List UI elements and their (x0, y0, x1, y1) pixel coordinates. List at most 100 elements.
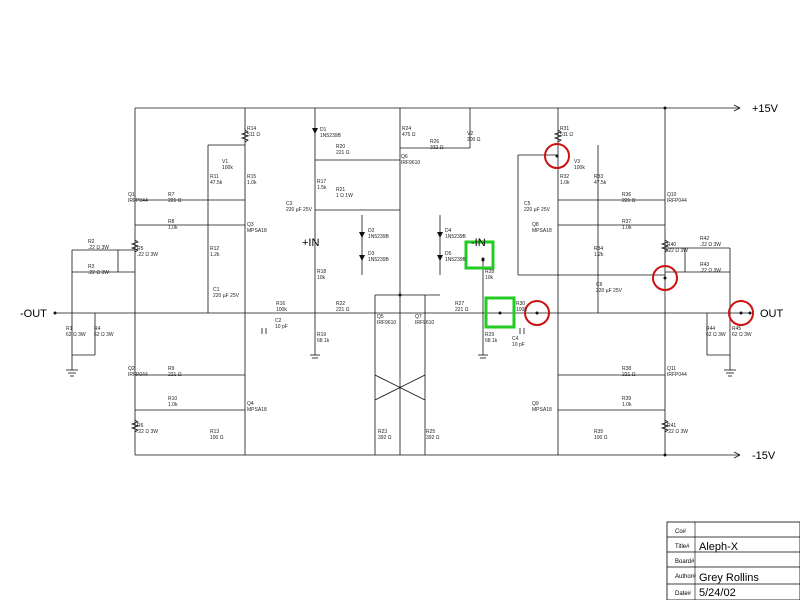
component-value-d2: 1N5239B (368, 234, 390, 240)
highlight-circle-q8-gate[interactable] (544, 143, 570, 169)
component-value-v2: 200 Ω (467, 137, 481, 143)
component-ref-r5: R5 (137, 246, 144, 252)
component-ref-r32: R32 (560, 174, 569, 180)
component-value-r17: 1.5k (317, 185, 327, 191)
component-value-r14: 511 Ω (247, 132, 260, 138)
component-ref-r22: R22 (336, 301, 345, 307)
component-ref-q9: Q9 (532, 401, 539, 407)
component-value-r33: 47.5k (594, 180, 607, 186)
component-ref-c2: C2 (275, 318, 282, 324)
component-ref-r11: R11 (210, 174, 219, 180)
component-ref-r39: R39 (622, 396, 631, 402)
component-ref-r1: R1 (66, 326, 73, 332)
component-ref-r15: R15 (247, 174, 256, 180)
component-ref-r42: R42 (700, 236, 709, 242)
resistor-symbol (130, 419, 140, 433)
highlight-circle-output-sense[interactable] (652, 265, 678, 291)
resistor-symbol (553, 129, 563, 143)
component-value-r3: .22 Ω 3W (88, 270, 109, 276)
component-ref-v1: V1 (222, 159, 228, 165)
component-value-r34: 1.2k (594, 252, 604, 258)
title-block: Co# Title# Aleph-X Board# Author# Grey R… (666, 521, 800, 600)
junction-dot (398, 293, 402, 297)
component-ref-r9: R9 (168, 366, 175, 372)
component-ref-r41: R41 (667, 423, 676, 429)
component-value-r19: 68.1k (317, 338, 330, 344)
component-value-r24: 475 Ω (402, 132, 416, 138)
rail-label-negative: -15V (752, 450, 776, 462)
component-ref-r24: R24 (402, 126, 411, 132)
component-ref-r20: R20 (336, 144, 345, 150)
wire (374, 374, 426, 401)
component-value-r35: 100 Ω (594, 435, 608, 441)
component-value-r27: 221 Ω (455, 307, 469, 313)
component-value-c5: 220 µF 25V (524, 207, 551, 213)
component-ref-r10: R10 (168, 396, 177, 402)
component-ref-r7: R7 (168, 192, 175, 198)
component-value-r20: 221 Ω (336, 150, 350, 156)
component-value-r44: 62 Ω 3W (706, 332, 726, 338)
highlight-box-in-neg[interactable] (464, 240, 495, 270)
component-ref-d3: D3 (368, 251, 375, 257)
component-value-d3: 1N5239B (368, 257, 390, 263)
component-ref-q8: Q8 (532, 222, 539, 228)
highlight-circle-feedback-node[interactable] (524, 300, 550, 326)
component-value-c1: 220 µF 25V (213, 293, 240, 299)
component-ref-d4: D4 (445, 228, 452, 234)
component-value-q8: MPSA18 (532, 228, 552, 234)
rail-label-positive: +15V (752, 103, 779, 115)
component-value-v1: 100k (222, 165, 233, 171)
component-ref-c3: C3 (286, 201, 293, 207)
title-block-board-label: Board# (675, 559, 695, 565)
junction-dot (555, 154, 559, 158)
component-ref-q10: Q10 (667, 192, 677, 198)
component-value-r2: .22 Ω 3W (88, 245, 109, 251)
highlight-box-feedback[interactable] (484, 296, 516, 329)
component-value-r29: 68.1k (485, 338, 498, 344)
component-value-d1: 1N5239B (320, 133, 342, 139)
title-block-title-label: Title# (675, 544, 690, 550)
highlight-circle-out-terminal[interactable] (728, 300, 754, 326)
component-ref-r8: R8 (168, 219, 175, 225)
component-ref-q5: Q5 (377, 314, 384, 320)
resistor-symbol (660, 419, 670, 433)
resistor-symbol (130, 239, 140, 253)
component-value-r23: 392 Ω (378, 435, 392, 441)
ground-symbol (310, 354, 320, 359)
component-value-r42: .22 Ω 3W (700, 242, 721, 248)
component-value-r18: 10k (317, 275, 326, 281)
component-ref-r4: R4 (94, 326, 101, 332)
title-block-date-label: Date# (675, 591, 692, 597)
component-ref-r34: R34 (594, 246, 603, 252)
title-block-co-label: Co# (675, 529, 687, 535)
component-value-r40: .22 Ω 3W (667, 248, 688, 254)
component-ref-r17: R17 (317, 179, 326, 185)
component-value-q11: IRFP044 (667, 372, 687, 378)
component-value-r26: 332 Ω (430, 145, 444, 151)
component-value-r39: 1.0k (622, 402, 632, 408)
component-value-r4: 62 Ω 3W (94, 332, 114, 338)
component-ref-r29: R29 (485, 332, 494, 338)
component-ref-r12: R12 (210, 246, 219, 252)
component-ref-q4: Q4 (247, 401, 254, 407)
component-value-r30: 100k (516, 307, 527, 313)
component-value-r43: .22 Ω 3W (700, 268, 721, 274)
component-ref-q3: Q3 (247, 222, 254, 228)
component-value-r11: 47.5k (210, 180, 223, 186)
component-ref-r28: R28 (485, 269, 494, 275)
ground-symbol (724, 369, 736, 377)
component-ref-r13: R13 (210, 429, 219, 435)
component-ref-v3: V3 (574, 159, 580, 165)
junction-dot (748, 311, 752, 315)
component-ref-r30: R30 (516, 301, 525, 307)
component-ref-c6: C6 (596, 282, 603, 288)
resistor-symbol (660, 239, 670, 253)
component-value-r45: 62 Ω 3W (732, 332, 752, 338)
component-ref-q11: Q11 (667, 366, 676, 372)
title-block-author: Grey Rollins (699, 572, 759, 584)
rail-arrow-negative (733, 451, 741, 459)
zener-diode-symbol (359, 255, 365, 261)
component-ref-r23: R23 (378, 429, 387, 435)
component-value-r22: 221 Ω (336, 307, 350, 313)
